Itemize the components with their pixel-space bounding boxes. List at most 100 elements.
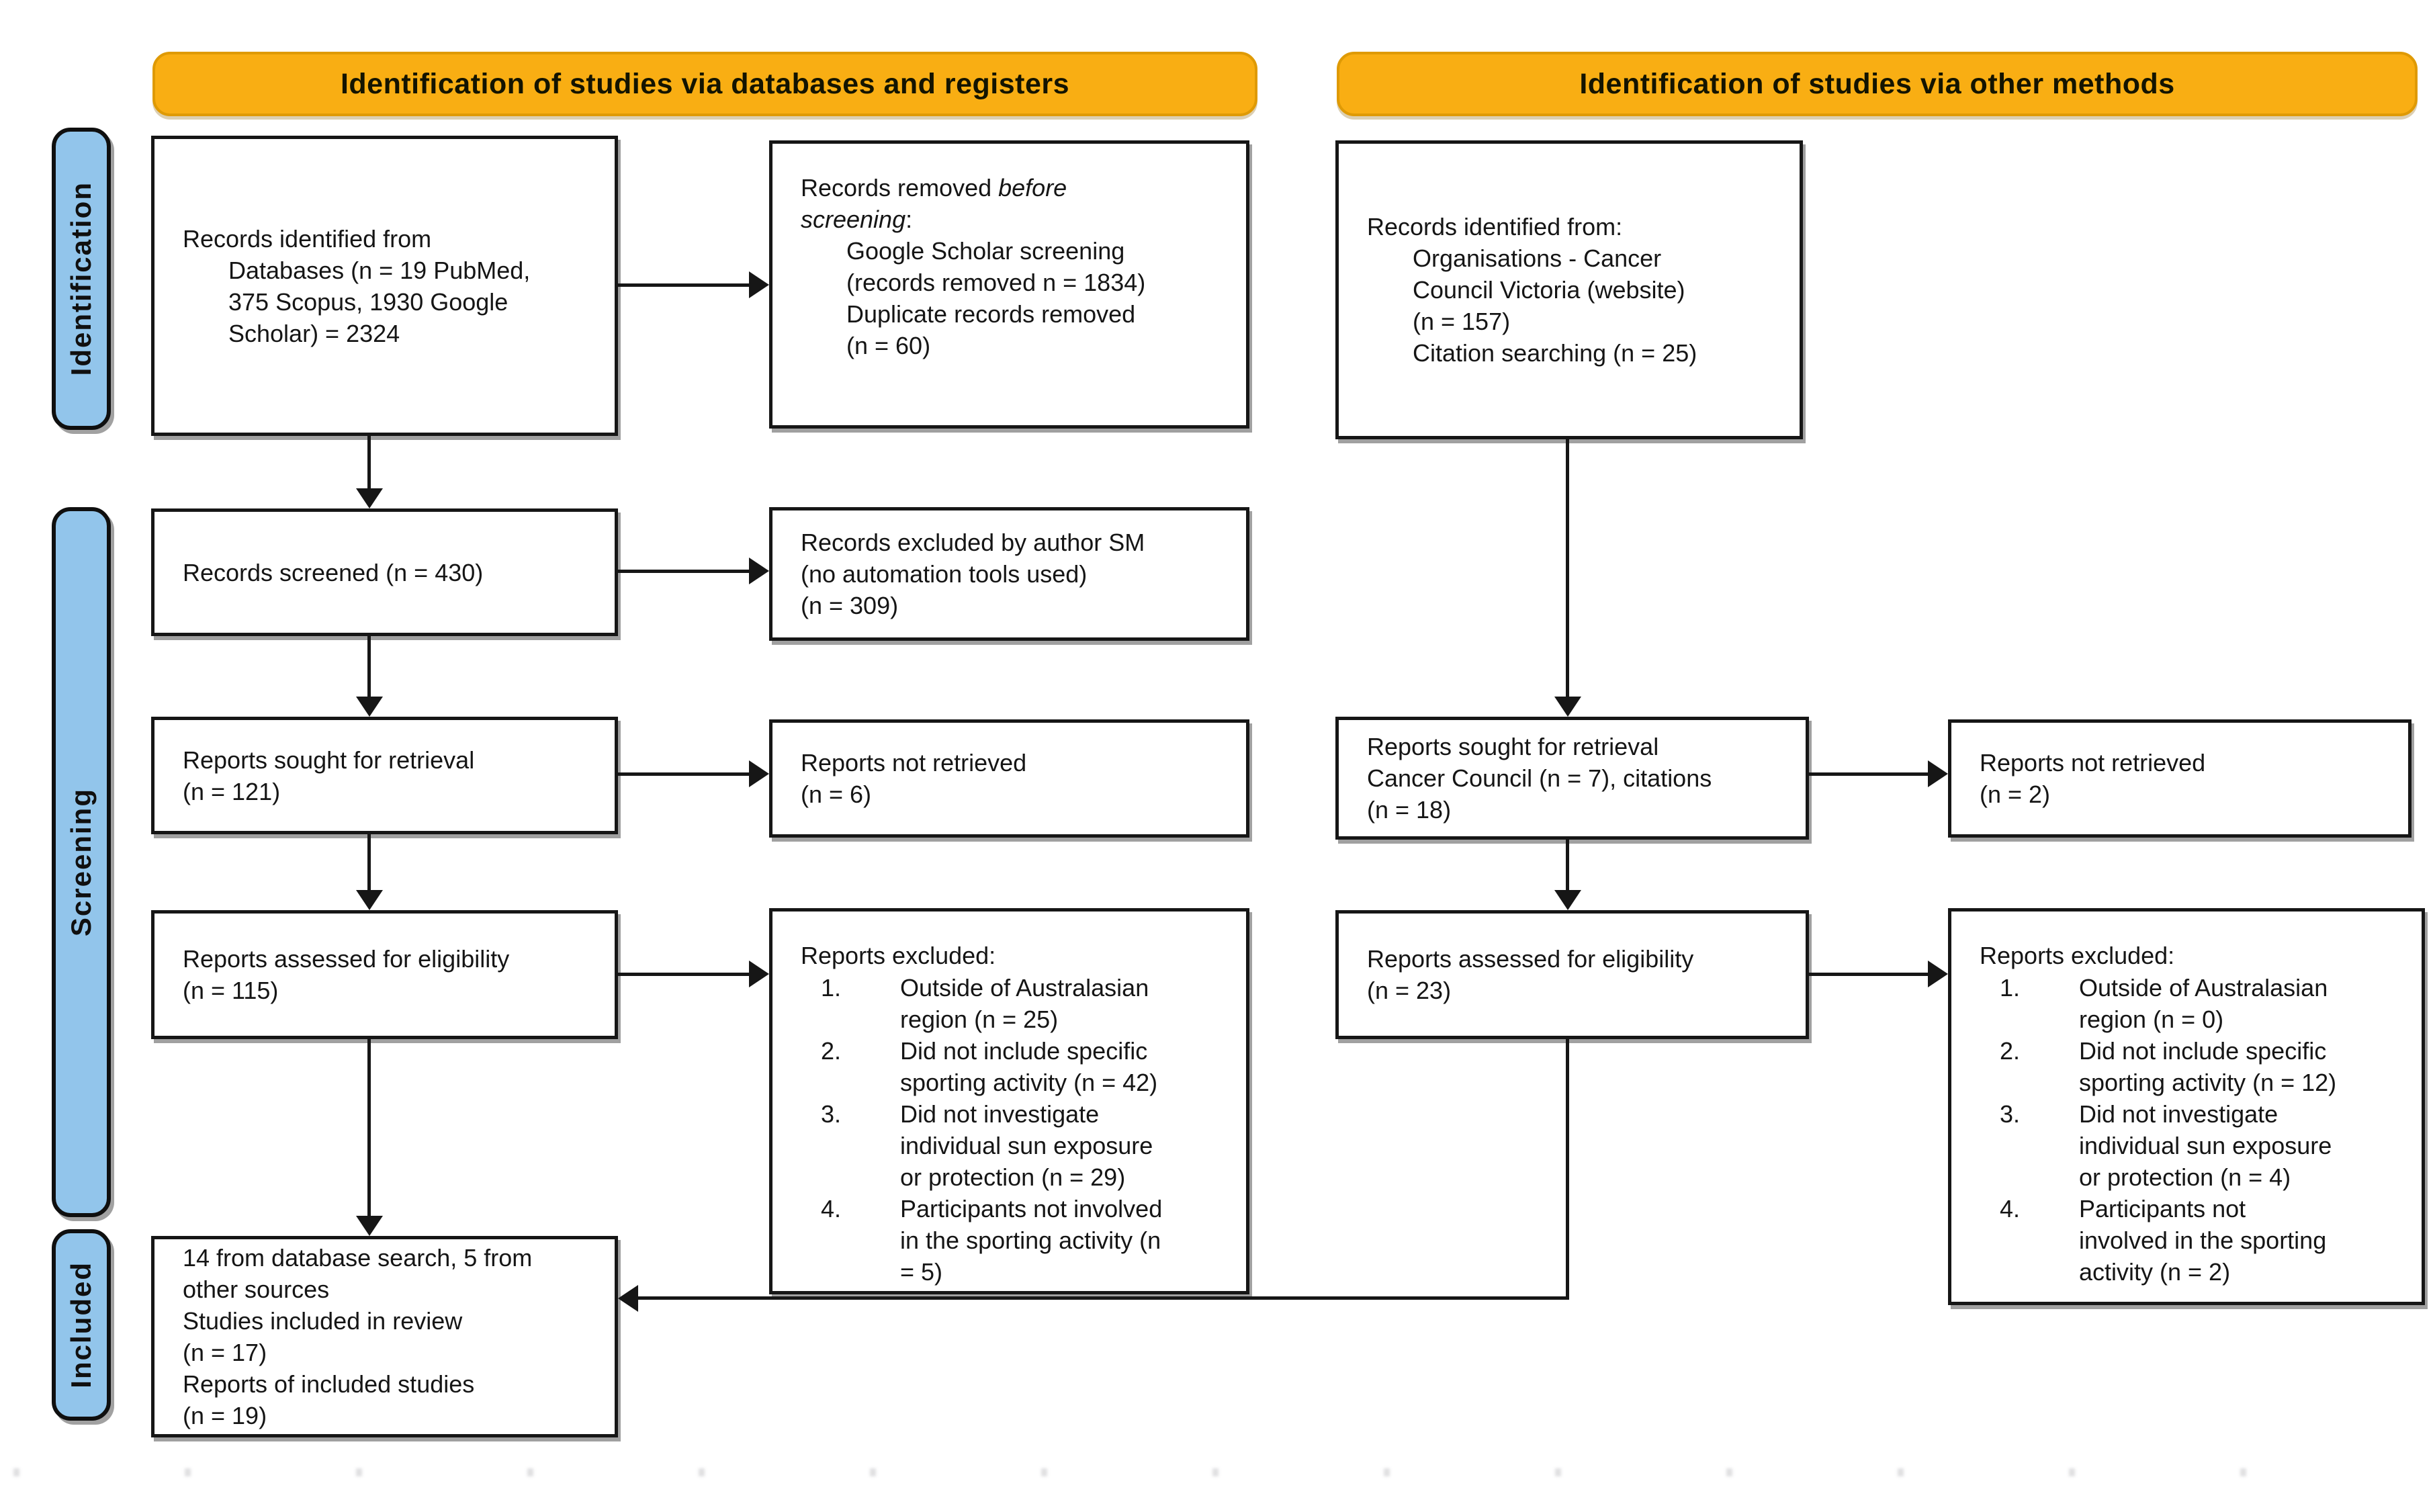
box-line: screening: (801, 204, 1238, 235)
arrowhead-right-icon (749, 961, 769, 987)
list-line: = 5) (900, 1258, 943, 1286)
box-line: Reports assessed for eligibility (183, 945, 510, 973)
box-line: Reports sought for retrieval (1367, 733, 1659, 760)
list-line: Did not investigate (900, 1100, 1100, 1128)
box-line: Google Scholar screening (846, 237, 1125, 265)
box-line: Reports not retrieved (1980, 749, 2206, 776)
list-line: individual sun exposure (2079, 1132, 2332, 1159)
box-text: Records removed (801, 174, 999, 202)
box-line: Citation searching (n = 25) (1413, 339, 1697, 367)
arrow-other-sought-to-assessed (1566, 840, 1569, 890)
box-line: Reports excluded: (1980, 942, 2175, 969)
list-line: Participants not (2079, 1195, 2246, 1222)
list-line: or protection (n = 29) (900, 1163, 1126, 1191)
records-identified-other-box: Records identified from: Organisations -… (1335, 140, 1803, 439)
box-line: Council Victoria (website) (1413, 276, 1685, 304)
list-line: in the sporting activity (n (900, 1227, 1161, 1254)
arrow-other-identified-to-sought (1566, 439, 1569, 697)
box-line: Records excluded by author SM (801, 529, 1145, 556)
box-line: Databases (n = 19 PubMed, (228, 256, 531, 284)
box-line: Studies included in review (183, 1307, 463, 1335)
arrow-other-assessed-to-included-vertical (1566, 1039, 1569, 1300)
arrowhead-right-icon (749, 760, 769, 787)
list-line: sporting activity (n = 42) (900, 1069, 1158, 1096)
records-screened-box: Records screened (n = 430) (151, 508, 618, 636)
box-line: (no automation tools used) (801, 560, 1088, 588)
reports-excluded-databases-box: Reports excluded: Outside of Australasia… (769, 908, 1249, 1294)
arrow-identified-to-screened (367, 436, 371, 490)
reports-sought-databases-box: Reports sought for retrieval (n = 121) (151, 717, 618, 834)
stage-identification: Identification (52, 128, 111, 430)
excluded-reason-item: Did not include specific sporting activi… (801, 1035, 1238, 1098)
arrowhead-down-icon (1554, 697, 1581, 717)
stage-identification-label: Identification (65, 181, 97, 376)
box-line: (n = 6) (801, 781, 872, 808)
reports-not-retrieved-other-box: Reports not retrieved (n = 2) (1948, 719, 2412, 838)
list-line: Did not include specific (900, 1037, 1148, 1065)
arrowhead-down-icon (356, 890, 383, 910)
list-line: Participants not involved (900, 1195, 1163, 1222)
records-removed-before-screening-box: Records removed before screening: Google… (769, 140, 1249, 429)
box-text-italic: screening (801, 206, 906, 233)
excluded-reason-item: Participants not involved in the sportin… (801, 1193, 1238, 1288)
list-line: Outside of Australasian (2079, 974, 2328, 1002)
box-line: Reports assessed for eligibility (1367, 945, 1694, 973)
box-line: Reports excluded: (801, 942, 996, 969)
box-line: Records screened (n = 430) (183, 558, 484, 586)
box-line: 14 from database search, 5 from (183, 1244, 533, 1272)
banner-other-methods: Identification of studies via other meth… (1337, 52, 2418, 116)
arrowhead-down-icon (356, 1216, 383, 1236)
arrowhead-right-icon (1928, 961, 1948, 987)
box-line: (n = 157) (1413, 308, 1511, 335)
banner-databases-registers: Identification of studies via databases … (152, 52, 1257, 116)
arrowhead-down-icon (356, 697, 383, 717)
box-line: other sources (183, 1276, 330, 1303)
banner-other-methods-label: Identification of studies via other meth… (1579, 67, 2175, 100)
excluded-reasons-list: Outside of Australasian region (n = 0) D… (1980, 972, 2414, 1288)
box-line: Reports sought for retrieval (183, 746, 475, 774)
arrow-assessed-to-excluded (618, 973, 750, 976)
arrow-assessed-to-included (367, 1039, 371, 1216)
box-line: (n = 23) (1367, 977, 1452, 1004)
list-line: involved in the sporting (2079, 1227, 2327, 1254)
list-line: Did not investigate (2079, 1100, 2279, 1128)
arrow-sought-to-assessed (367, 834, 371, 890)
arrowhead-left-icon (618, 1285, 638, 1312)
box-line: Records identified from: (1367, 213, 1623, 240)
excluded-reason-item: Outside of Australasian region (n = 25) (801, 972, 1238, 1035)
stage-screening-label: Screening (65, 787, 97, 937)
stage-screening: Screening (52, 507, 111, 1217)
list-line: activity (n = 2) (2079, 1258, 2231, 1286)
arrow-screened-to-sought (367, 636, 371, 697)
arrowhead-right-icon (749, 271, 769, 298)
box-line: Organisations - Cancer (1413, 244, 1662, 272)
arrow-identified-to-removed (618, 283, 750, 287)
excluded-reason-item: Did not investigate individual sun expos… (1980, 1098, 2414, 1193)
stage-included: Included (52, 1229, 111, 1421)
arrow-sought-to-not-retrieved (618, 772, 750, 776)
box-line: (n = 17) (183, 1339, 267, 1366)
arrowhead-right-icon (1928, 760, 1948, 787)
box-line: (n = 60) (846, 332, 931, 359)
box-line: Cancer Council (n = 7), citations (1367, 764, 1712, 792)
box-line: (n = 121) (183, 777, 281, 805)
box-line: Records removed before (801, 172, 1238, 204)
box-line: Duplicate records removed (846, 300, 1136, 328)
list-line: Did not include specific (2079, 1037, 2327, 1065)
box-line: (n = 2) (1980, 781, 2051, 808)
list-line: region (n = 0) (2079, 1006, 2224, 1033)
arrow-other-assessed-to-excluded (1809, 973, 1928, 976)
banner-databases-registers-label: Identification of studies via databases … (340, 67, 1070, 100)
box-text: : (905, 206, 913, 233)
box-line: Reports not retrieved (801, 749, 1027, 776)
box-line: Scholar) = 2324 (228, 319, 400, 347)
reports-not-retrieved-databases-box: Reports not retrieved (n = 6) (769, 719, 1249, 838)
arrowhead-down-icon (356, 488, 383, 508)
box-text-italic: before (998, 174, 1067, 202)
excluded-reason-item: Outside of Australasian region (n = 0) (1980, 972, 2414, 1035)
reports-assessed-other-box: Reports assessed for eligibility (n = 23… (1335, 910, 1809, 1039)
arrowhead-down-icon (1554, 890, 1581, 910)
excluded-reason-item: Participants not involved in the sportin… (1980, 1193, 2414, 1288)
box-line: 375 Scopus, 1930 Google (228, 287, 508, 316)
